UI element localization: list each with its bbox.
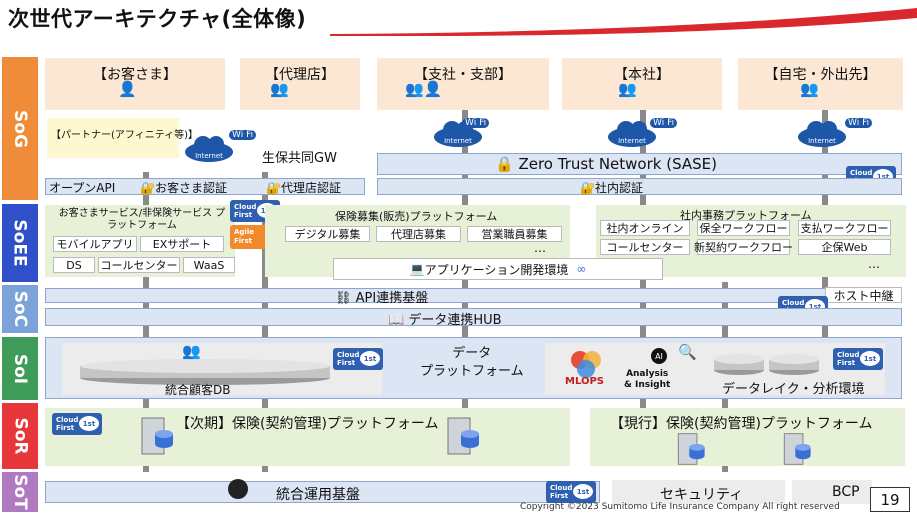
- wifi-badge: Wi Fi: [650, 118, 678, 128]
- customer-auth-label: 🔐お客さま認証: [140, 181, 227, 195]
- page-number: 19: [870, 487, 910, 512]
- current-policy-platform: [590, 408, 905, 466]
- office-platform-title: 社内事務プラットフォーム: [680, 209, 812, 222]
- mlops-label: MLOPS: [565, 376, 604, 387]
- open-api-label: オープンAPI: [49, 181, 116, 195]
- layer-tab-sot: SoT: [2, 472, 38, 512]
- page-title: 次世代アーキテクチャ(全体像): [8, 7, 307, 31]
- layer-tab-soee: SoEE: [2, 204, 38, 282]
- channel-remote: 【自宅・外出先】: [738, 58, 903, 110]
- server-icon: [141, 417, 173, 455]
- partner-box: 【パートナー(アフィニティ等)】: [47, 118, 198, 158]
- ops-base-bar: [45, 481, 600, 503]
- bcp-label: BCP: [832, 484, 860, 500]
- customer-person-icon: 👤: [118, 80, 137, 98]
- internet-cloud-icon: Internet: [185, 136, 233, 162]
- svg-text:Internet: Internet: [808, 137, 836, 145]
- payment-workflow-box: 支払ワークフロー: [798, 220, 891, 236]
- remote-person-icon: 👥: [800, 80, 819, 98]
- data-hub-label: 📖 データ連携HUB: [388, 313, 502, 328]
- mlops-icon: [571, 351, 601, 378]
- internet-cloud-icon: Internet: [608, 121, 656, 147]
- channel-hq: 【本社】: [562, 58, 722, 110]
- wifi-badge: Wi Fi: [462, 118, 490, 128]
- svg-text:Internet: Internet: [444, 137, 472, 145]
- svg-text:Internet: Internet: [618, 137, 646, 145]
- copyright: Copyright ©2023 Sumitomo Life Insurance …: [520, 502, 840, 512]
- channel-agency: 【代理店】: [240, 58, 360, 110]
- mobile-app-box: モバイルアプリ: [53, 236, 137, 252]
- analysis-insight-label: Analysis & Insight: [624, 369, 671, 390]
- header-swoosh: [330, 8, 917, 36]
- sales-ellipsis: …: [534, 241, 546, 255]
- channel-branch: 【支社・支部】: [377, 58, 549, 110]
- customer-group-icon: 👥: [182, 342, 201, 360]
- data-platform-label: データ プラットフォーム: [420, 346, 524, 379]
- maintenance-workflow-box: 保全ワークフロー: [697, 220, 790, 236]
- server-icon: [447, 417, 479, 455]
- bcp-box: [792, 480, 872, 504]
- agency-auth-label: 🔐代理店認証: [266, 181, 341, 195]
- server-icon: [677, 433, 705, 465]
- corporate-web-box: 企保Web: [798, 239, 891, 255]
- sales-platform-title: 保険募集(販売)プラットフォーム: [335, 210, 498, 223]
- ops-base-label: 統合運用基盤: [276, 487, 360, 503]
- new-contract-workflow-box: 新契約ワークフロー: [694, 239, 793, 255]
- layer-tab-sog: SoG: [2, 57, 38, 200]
- internet-cloud-icon: Internet: [434, 121, 482, 147]
- channel-customer: 【お客さま】: [45, 58, 225, 110]
- next-policy-platform-label: 【次期】保険(契約管理)プラットフォーム: [176, 416, 439, 432]
- security-box: [612, 480, 785, 504]
- agency-person-icon: 👥: [270, 80, 289, 98]
- seiho-gw-label: 生保共同GW: [262, 151, 337, 166]
- security-label: セキュリティ: [660, 487, 744, 503]
- ex-support-box: EXサポート: [140, 236, 224, 252]
- zero-trust-network-label: 🔒 Zero Trust Network (SASE): [495, 155, 717, 173]
- wifi-badge: Wi Fi: [229, 130, 257, 140]
- next-policy-platform: [45, 408, 570, 466]
- analysis-magnifier-icon: 🔍: [678, 343, 697, 361]
- svg-text:Internet: Internet: [195, 152, 223, 160]
- call-center-box: コールセンター: [98, 257, 180, 273]
- app-dev-environment: 💻 アプリケーション開発環境 ∞: [333, 258, 663, 280]
- internet-cloud-icon: Internet: [798, 121, 846, 147]
- agency-sales-box: 代理店募集: [376, 226, 461, 242]
- current-policy-platform-label: 【現行】保険(契約管理)プラットフォーム: [610, 416, 873, 432]
- internal-auth-label: 🔐社内認証: [580, 181, 643, 195]
- sales-staff-box: 営業職員募集: [467, 226, 562, 242]
- internal-auth-bar: [377, 178, 902, 195]
- ds-box: DS: [53, 257, 95, 273]
- office-call-center-box: コールセンター: [600, 239, 690, 255]
- host-relay-box: ホスト中継: [825, 287, 902, 303]
- server-icon: [783, 433, 811, 465]
- layer-tab-sor: SoR: [2, 403, 38, 469]
- api-integration-bar: [45, 288, 902, 303]
- branch-person-icon: 👥👤: [405, 80, 443, 98]
- ai-icon: AI: [651, 348, 667, 364]
- office-ellipsis: …: [868, 257, 880, 271]
- internal-online-box: 社内オンライン: [600, 220, 690, 236]
- auth-bar: [45, 178, 365, 195]
- datalake-label: データレイク・分析環境: [722, 382, 865, 397]
- customer-service-platform-title: お客さまサービス/非保険サービス プラットフォーム: [58, 208, 226, 231]
- layer-tab-soc: SoC: [2, 285, 38, 333]
- api-integration-label: ⛓ API連携基盤: [335, 291, 429, 306]
- customer-db-label: 統合顧客DB: [165, 383, 231, 397]
- digital-sales-box: デジタル募集: [285, 226, 370, 242]
- layer-tab-soi: SoI: [2, 337, 38, 400]
- hq-person-icon: 👥: [618, 80, 637, 98]
- data-hub-bar: [45, 308, 902, 326]
- waas-box: WaaS: [183, 257, 235, 273]
- zero-trust-network-bar: [377, 153, 902, 175]
- datalake-disk-icon: [714, 354, 819, 375]
- database-disk-icon: [80, 359, 330, 385]
- wifi-badge: Wi Fi: [845, 118, 873, 128]
- ops-monitor-icon: [228, 479, 248, 499]
